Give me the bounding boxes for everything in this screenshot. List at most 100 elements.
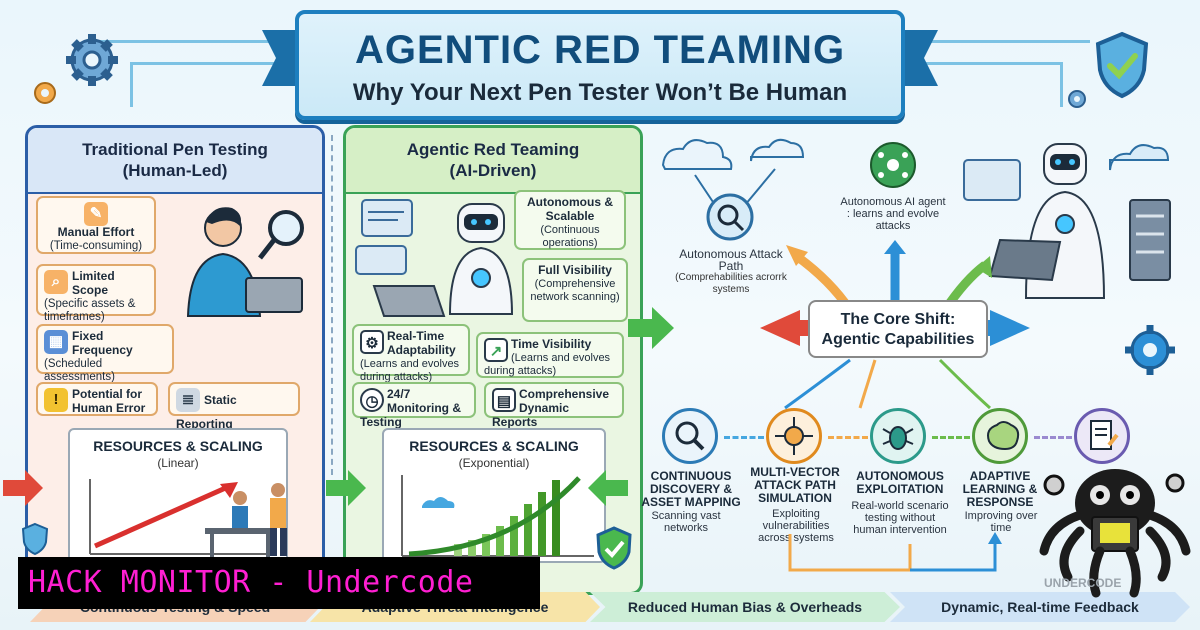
discovery-title: CONTINUOUS DISCOVERY & ASSET MAPPING [641, 469, 741, 509]
core-shift-line2: Agentic Capabilities [821, 331, 975, 348]
network-hub-icon [775, 417, 813, 455]
learning-node [972, 408, 1028, 464]
fixed-frequency-title: Fixed Frequency [72, 329, 133, 357]
page-title: AGENTIC RED TEAMING [354, 28, 846, 72]
fixed-frequency-desc: (Scheduled assessments) [44, 358, 115, 383]
attack-path-desc: (Comprehabilities acrorrk systems [675, 272, 787, 295]
traditional-heading-line2: (Human-Led) [122, 161, 228, 180]
realtime-adaptability-title: Real-Time Adaptability [387, 329, 456, 357]
warning-icon: ! [44, 388, 68, 412]
manual-effort-title: Manual Effort [57, 225, 135, 239]
robot-with-laptop-illustration [963, 143, 1171, 299]
octopus-logo: UNDERCODE [1039, 469, 1191, 598]
time-visibility-card: ↗ Time Visibility (Learns and evolves du… [476, 332, 624, 378]
exponential-growth-chart [401, 475, 594, 557]
static-reporting-card: ≣ Static Reporting [168, 382, 300, 431]
fixed-frequency-card: ▦ Fixed Frequency (Scheduled assessments… [36, 324, 174, 383]
arrow-right-icon [628, 307, 674, 349]
gear-icon [34, 82, 56, 104]
agentic-heading-line2: (AI-Driven) [449, 161, 537, 180]
page-subtitle: Why Your Next Pen Tester Won’t Be Human [352, 79, 848, 106]
core-shift-line1: The Core Shift: [840, 311, 956, 328]
manual-effort-card: ✎ Manual Effort (Time-consuming) [36, 196, 156, 254]
team-at-desk-illustration [205, 483, 287, 558]
magnifier-icon [675, 421, 705, 451]
trend-chart-icon: ↗ [484, 338, 508, 362]
attack-path-desc: Exploiting vulnerabilities across system… [758, 508, 834, 544]
magnifier-icon: ⌕ [44, 270, 68, 294]
agentic-resources-sub: (Exponential) [458, 456, 530, 470]
brand-text: UNDERCODE [1044, 576, 1121, 590]
agentic-heading: Agentic Red Teaming (AI-Driven) [346, 128, 640, 194]
traditional-heading: Traditional Pen Testing (Human-Led) [28, 128, 322, 194]
circuit-line [910, 62, 1060, 65]
arrow-right-icon [326, 470, 366, 506]
brain-icon [987, 421, 1020, 451]
circuit-line [130, 62, 133, 107]
gear-icon [66, 34, 118, 86]
clock-icon: ◷ [360, 388, 384, 412]
monitoring-card: ◷ 24/7 Monitoring & Testing [352, 382, 476, 429]
bar-report-icon: ▤ [492, 388, 516, 412]
agentic-heading-line1: Agentic Red Teaming [406, 140, 580, 159]
calendar-icon: ▦ [44, 330, 68, 354]
node-connector [828, 436, 868, 439]
realtime-adaptability-desc: (Learns and evolves during attacks) [360, 358, 460, 383]
gear-icon [1125, 325, 1175, 375]
traditional-resources-box: RESOURCES & SCALING (Linear) [68, 428, 288, 563]
report-icon: ≣ [176, 388, 200, 412]
ai-agent-network-icon [870, 142, 916, 188]
ai-agent-label: Autonomous AI agent : learns and evolve … [840, 196, 946, 232]
reporting-node [1074, 408, 1130, 464]
attack-path-label: Autonomous Attack Path (Comprehabilities… [666, 248, 796, 296]
arrow-left-icon [588, 470, 628, 506]
attack-path-title: Autonomous Attack Path [679, 247, 783, 273]
exploitation-title: AUTONOMOUS EXPLOITATION [856, 469, 944, 496]
autonomous-scalable-card: Autonomous & Scalable (Continuous operat… [514, 190, 626, 250]
title-banner: AGENTIC RED TEAMING Why Your Next Pen Te… [295, 10, 905, 120]
full-visibility-desc: (Comprehensive network scanning) [530, 278, 620, 303]
circuit-line [100, 40, 290, 43]
benefit-chip: Reduced Human Bias & Overheads [590, 592, 900, 622]
linear-growth-chart [89, 479, 275, 555]
gear-icon [1068, 90, 1086, 108]
agentic-resources-title: RESOURCES & SCALING [409, 438, 579, 454]
realtime-adaptability-card: ⚙ Real-Time Adaptability (Learns and evo… [352, 324, 470, 383]
benefit-chip: Dynamic, Real-time Feedback [890, 592, 1190, 622]
cloud-network-icon [661, 138, 805, 241]
attack-path-node [766, 408, 822, 464]
feedback-loop-arrow [788, 532, 1002, 572]
time-visibility-desc: (Learns and evolves during attacks) [484, 352, 611, 377]
shield-check-icon [1095, 31, 1149, 99]
exploitation-node [870, 408, 926, 464]
circuit-line [910, 40, 1090, 43]
attack-path-title: MULTI-VECTOR ATTACK PATH SIMULATION [750, 465, 840, 505]
autonomous-scalable-desc: (Continuous operations) [540, 224, 600, 249]
human-error-title: Potential for Human Error [72, 387, 146, 415]
circuit-line [1060, 62, 1063, 107]
traditional-resources-title: RESOURCES & SCALING [93, 438, 263, 454]
learning-desc: Improving over time [964, 510, 1038, 534]
arrow-right-icon [3, 470, 43, 506]
bug-icon [882, 426, 914, 450]
traditional-heading-line1: Traditional Pen Testing [82, 140, 268, 159]
traditional-resources-sub: (Linear) [157, 456, 199, 470]
circuit-line [130, 62, 290, 65]
node-connector [932, 436, 970, 439]
discovery-node [662, 408, 718, 464]
limited-scope-title: Limited Scope [72, 269, 115, 297]
agentic-resources-box: RESOURCES & SCALING (Exponential) [382, 428, 606, 563]
document-icon: ✎ [84, 202, 108, 226]
human-tester-illustration [186, 207, 304, 317]
learning-title: ADAPTIVE LEARNING & RESPONSE [962, 469, 1038, 509]
shield-check-icon [596, 526, 632, 570]
shield-icon [21, 522, 49, 556]
dynamic-reports-card: ▤ Comprehensive Dynamic Reports [484, 382, 624, 429]
node-connector [1034, 436, 1072, 439]
discovery-desc: Scanning vast networks [651, 510, 721, 534]
watermark-banner: HACK MONITOR - Undercode [18, 557, 540, 609]
time-visibility-title: Time Visibility [511, 337, 592, 351]
autonomous-scalable-title: Autonomous & Scalable [527, 195, 613, 223]
exploitation-desc: Real-world scenario testing without huma… [851, 500, 949, 536]
monitoring-title: 24/7 Monitoring & Testing [360, 387, 461, 429]
